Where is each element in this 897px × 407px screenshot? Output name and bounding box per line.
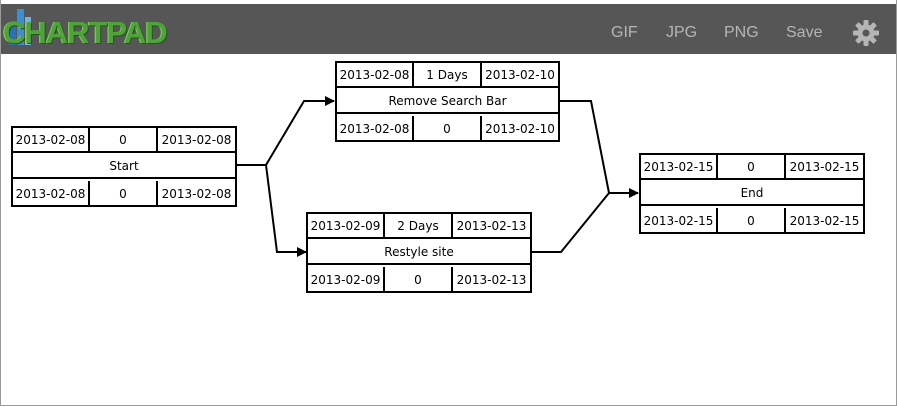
late-finish: 2013-02-08 [161, 186, 232, 201]
early-finish: 2013-02-10 [485, 67, 555, 82]
export-png-button[interactable]: PNG [724, 24, 759, 41]
duration: 1 Days [414, 63, 482, 86]
early-start: 2013-02-08 [13, 128, 90, 151]
node-start-top-row: 2013-02-08 0 2013-02-08 [13, 128, 235, 153]
node-start-bottom-row: 2013-02-08 0 2013-02-08 [13, 181, 235, 206]
slack: 0 [90, 181, 158, 206]
late-finish: 2013-02-15 [789, 213, 860, 228]
node-start[interactable]: 2013-02-08 0 2013-02-08 Start 2013-02-08… [11, 126, 237, 207]
connector-remove-end [559, 100, 639, 198]
chartpad-logo[interactable]: CHARTPAD [3, 7, 168, 55]
connector-restyle-end [531, 192, 610, 253]
duration: 2 Days [385, 214, 453, 237]
late-start: 2013-02-08 [13, 181, 90, 206]
early-start: 2013-02-15 [641, 155, 718, 178]
toolbar: CHARTPAD GIF JPG PNG Save [1, 4, 896, 54]
node-end[interactable]: 2013-02-15 0 2013-02-15 End 2013-02-15 0… [639, 153, 865, 234]
late-finish: 2013-02-13 [456, 272, 527, 287]
node-restyle-bottom-row: 2013-02-09 0 2013-02-13 [308, 267, 530, 292]
node-remove-bottom-row: 2013-02-08 0 2013-02-10 [337, 116, 558, 141]
export-gif-button[interactable]: GIF [611, 24, 638, 41]
node-remove-top-row: 2013-02-08 1 Days 2013-02-10 [337, 63, 558, 88]
export-jpg-button[interactable]: JPG [666, 24, 698, 41]
early-finish: 2013-02-08 [161, 132, 232, 147]
node-restyle-top-row: 2013-02-09 2 Days 2013-02-13 [308, 214, 530, 239]
slack: 0 [718, 208, 786, 233]
node-restyle-site[interactable]: 2013-02-09 2 Days 2013-02-13 Restyle sit… [306, 212, 532, 293]
node-end-bottom-row: 2013-02-15 0 2013-02-15 [641, 208, 863, 233]
node-end-top-row: 2013-02-15 0 2013-02-15 [641, 155, 863, 180]
node-remove-search-bar[interactable]: 2013-02-08 1 Days 2013-02-10 Remove Sear… [335, 61, 560, 142]
task-name: Remove Search Bar [337, 90, 558, 114]
task-name: Restyle site [308, 241, 530, 265]
late-start: 2013-02-08 [337, 116, 414, 141]
early-start: 2013-02-09 [308, 214, 385, 237]
slack: 0 [414, 116, 482, 141]
gear-icon[interactable] [853, 20, 879, 46]
early-start: 2013-02-08 [337, 63, 414, 86]
logo-graphic [9, 9, 31, 45]
early-finish: 2013-02-15 [789, 159, 860, 174]
duration: 0 [718, 155, 786, 178]
duration: 0 [90, 128, 158, 151]
save-button[interactable]: Save [786, 24, 823, 41]
task-name: Start [13, 155, 235, 179]
late-start: 2013-02-09 [308, 267, 385, 292]
late-start: 2013-02-15 [641, 208, 718, 233]
slack: 0 [385, 267, 453, 292]
logo-wordmark: CHARTPAD [3, 15, 168, 50]
task-name: End [641, 182, 863, 206]
connector-start-remove [236, 96, 335, 166]
connector-start-restyle [265, 164, 307, 257]
early-finish: 2013-02-13 [456, 218, 527, 233]
late-finish: 2013-02-10 [485, 121, 555, 136]
